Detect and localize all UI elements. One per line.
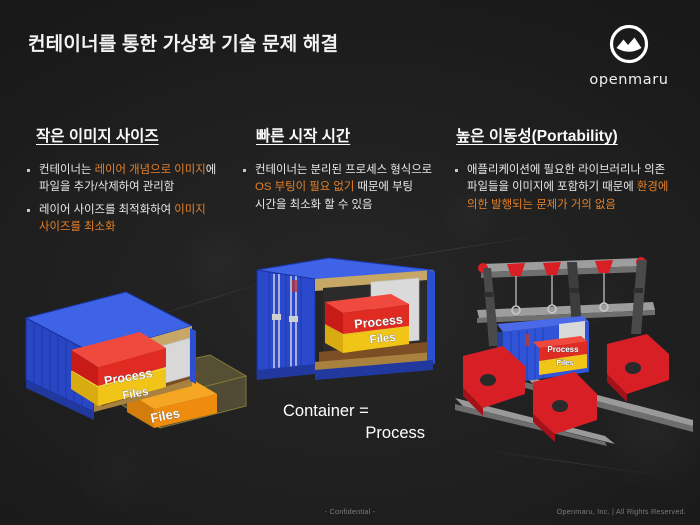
bullet-list: 애플리케이션에 필요한 라이브러리나 의존 파일들을 이미지에 포함하기 때문에… <box>452 162 692 214</box>
red-process-box <box>71 332 166 386</box>
circle-mountain-icon <box>580 24 678 69</box>
open-container-with-files-illustration: Files <box>14 252 248 437</box>
list-item: 컨테이너는 레이어 개념으로 이미지에 파일을 추가/삭제하여 관리함 <box>24 162 242 197</box>
figure-label: Process <box>354 313 404 332</box>
footer-copyright: Openmaru, Inc. | All Rights Reserved. <box>556 507 686 516</box>
body-text: 컨테이너는 분리된 프로세스 형식으로 <box>255 164 433 176</box>
body-text: 컨테이너는 <box>39 164 95 176</box>
list-item: 컨테이너는 분리된 프로세스 형식으로 OS 부팅이 필요 없기 때문에 부팅 … <box>240 162 440 214</box>
figure-label: Files <box>369 332 396 347</box>
list-item: 레이어 사이즈를 최적화하여 이미지 사이즈를 최소화 <box>24 202 242 237</box>
column-heading: 작은 이미지 사이즈 <box>36 128 159 145</box>
mid-beam <box>477 302 655 323</box>
body-text: 때문에 부팅 시간을 최소화 할 수 있음 <box>255 181 414 211</box>
body-text: 애플리케이션에 필요한 라이브러리나 의존 파일들을 이미지에 포함하기 때문에 <box>467 164 666 194</box>
figure-label: Files <box>556 358 573 367</box>
container-equals-process-illustration: Process Files <box>243 252 443 400</box>
column-high-portability: 높은 이동성(Portability) 애플리케이션에 필요한 라이브러리나 의… <box>452 124 692 219</box>
openmaru-logo: openmaru <box>580 24 678 88</box>
hoist-blocks <box>507 260 613 276</box>
list-item: 애플리케이션에 필요한 라이브러리나 의존 파일들을 이미지에 포함하기 때문에… <box>452 162 692 214</box>
body-text: 에 파일을 추가/삭제하여 관리함 <box>39 164 217 194</box>
gantry-beam <box>478 257 646 278</box>
figure-caption: Container = Process <box>283 400 433 445</box>
highlighted-text: 레이어 개념으로 이미지 <box>94 164 206 176</box>
gantry-crane-lifting-container-illustration: Process Files <box>455 248 693 446</box>
column-small-image-size: 작은 이미지 사이즈 컨테이너는 레이어 개념으로 이미지에 파일을 추가/삭제… <box>24 124 242 241</box>
column-heading: 높은 이동성(Portability) <box>456 128 618 145</box>
figure-label: Process <box>547 345 579 354</box>
highlighted-text: 환경에 의한 발행되는 문제가 거의 없음 <box>467 181 669 211</box>
bullet-list: 컨테이너는 레이어 개념으로 이미지에 파일을 추가/삭제하여 관리함 레이어 … <box>24 162 242 236</box>
body-text: 레이어 사이즈를 최적화하여 <box>39 203 175 216</box>
column-fast-start-time: 빠른 시작 시간 컨테이너는 분리된 프로세스 형식으로 OS 부팅이 필요 없… <box>240 124 440 219</box>
red-process-box <box>325 294 409 334</box>
highlighted-text: OS 부팅이 필요 없기 <box>255 181 355 194</box>
column-heading: 빠른 시작 시간 <box>256 128 351 145</box>
figure-label: Files <box>122 386 150 402</box>
openmaru-wordmark: openmaru <box>589 72 669 88</box>
caption-line-1: Container = <box>283 402 369 420</box>
footer-confidential: - Confidential - <box>324 507 376 516</box>
page-title: 컨테이너를 통한 가상화 기술 문제 해결 <box>28 34 339 55</box>
figure-label: Files <box>149 405 181 425</box>
background-streak <box>470 448 670 477</box>
bullet-list: 컨테이너는 분리된 프로세스 형식으로 OS 부팅이 필요 없기 때문에 부팅 … <box>240 162 440 214</box>
caption-line-2: Process <box>365 424 425 443</box>
highlighted-text: 이미지 사이즈를 최소화 <box>39 203 206 233</box>
